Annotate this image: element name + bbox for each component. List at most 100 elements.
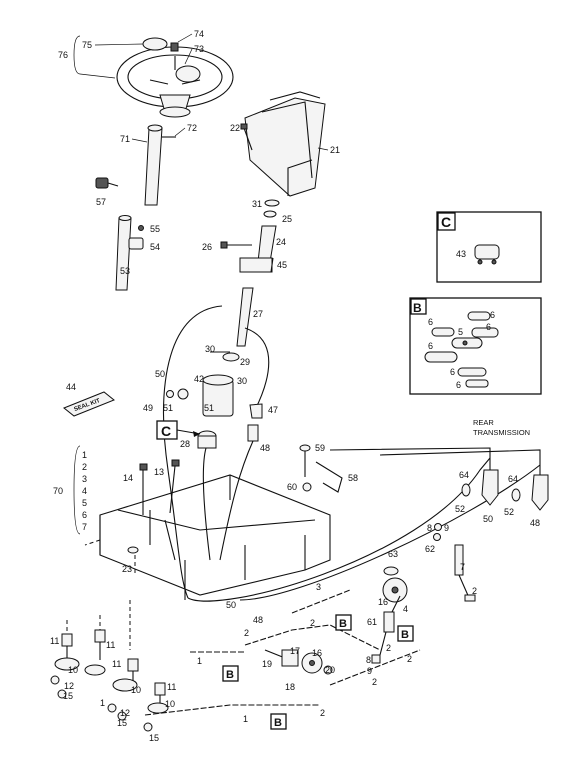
callout-17: 17 [290,646,300,656]
callout-54: 54 [150,242,160,252]
callout-52-left: 52 [455,504,465,514]
callout-2-left: 2 [244,628,249,638]
ref-c-letter: C [161,423,171,439]
list-70-label: 70 [53,486,63,496]
callout-10-b: 10 [131,685,141,695]
callout-9-top: 9 [444,523,449,533]
callout-11-a: 11 [50,636,59,646]
ref-b-box-3: B [222,665,239,682]
callout-24: 24 [276,237,286,247]
callout-18: 18 [285,682,295,692]
ref-b-box-4: B [270,713,287,730]
callout-16-top: 16 [378,597,388,607]
callout-3: 3 [316,582,321,592]
knob-57 [95,177,119,189]
steering-wheel [116,37,234,118]
callout-50-bottom: 50 [226,600,236,610]
callout-75: 75 [82,40,92,50]
callout-31: 31 [252,199,262,209]
rear-hoses [187,447,549,602]
callout-2-bottom: 2 [320,708,325,718]
b-callout-6e: 6 [450,367,455,377]
callout-2-b-right: 2 [386,643,391,653]
callout-4: 4 [403,604,408,614]
callout-45: 45 [277,260,287,270]
detail-b-letter: B [413,301,422,315]
callout-47: 47 [268,405,278,415]
b-callout-6f: 6 [456,380,461,390]
callout-63: 63 [388,549,398,559]
callout-29: 29 [240,357,250,367]
callout-21: 21 [330,145,340,155]
callout-48-bottom: 48 [253,615,263,625]
callout-19: 19 [262,659,272,669]
callout-12-a: 12 [64,681,74,691]
b-callout-6b: 6 [490,310,495,320]
shaft-27 [236,287,254,347]
callout-15-b: 15 [117,718,127,728]
callout-8-bottom: 8 [366,655,371,665]
ref-b-letter-1: B [339,618,347,630]
lower-tube-53 [115,215,144,291]
ref-b-letter-4: B [274,717,282,729]
callout-59: 59 [315,443,325,453]
left-spindles [50,600,169,732]
callout-44: 44 [66,382,76,392]
seal-kit: SEAL KIT [63,391,115,417]
callout-61: 61 [367,617,377,627]
callout-72: 72 [187,123,197,133]
callout-30-top: 30 [205,344,215,354]
list-70-item-2: 2 [82,462,87,472]
list-70-item-4: 4 [82,486,87,496]
callout-13: 13 [154,467,164,477]
callout-2-mid: 2 [310,618,315,628]
ref-b-letter-3: B [226,669,234,681]
b-callout-6d: 6 [428,341,433,351]
list-70-item-6: 6 [82,510,87,520]
list-70-item-3: 3 [82,474,87,484]
callout-49: 49 [143,403,153,413]
callout-51-right: 51 [204,403,214,413]
rear-transmission-label-1: REAR [473,418,494,427]
callout-71: 71 [120,134,130,144]
callout-28: 28 [180,439,190,449]
list-70-item-1: 1 [82,450,87,460]
callout-15-c: 15 [149,733,159,743]
tie-rod-7 [433,523,476,602]
callout-55: 55 [150,224,160,234]
callout-57: 57 [96,197,106,207]
callout-1-far-left: 1 [100,698,105,708]
callout-11-d: 11 [167,682,176,692]
ref-c-box: C [156,420,201,440]
callout-9-bottom: 9 [367,666,372,676]
callout-1-left: 1 [197,656,202,666]
callout-62: 62 [425,544,435,554]
ref-b-letter-2: B [401,629,409,641]
callout-58: 58 [348,473,358,483]
callout-51-left: 51 [163,403,173,413]
b-callout-6c: 6 [486,322,491,332]
callout-20: 20 [325,665,335,675]
parts-list-70: 70 1 2 3 4 5 6 7 [53,445,87,535]
ref-b-box-1: B [335,614,352,631]
callout-22: 22 [230,123,240,133]
callout-11-c: 11 [112,659,121,669]
callout-15-a: 15 [63,691,73,701]
b-callout-6a: 6 [428,317,433,327]
b-callout-5: 5 [458,327,463,337]
callout-74: 74 [194,29,204,39]
callout-43: 43 [456,249,466,259]
pivot-assembly [264,649,333,675]
callout-16-bottom: 16 [312,648,322,658]
ref-b-box-2: B [397,625,414,642]
callout-8-top: 8 [427,523,432,533]
callout-50-right: 50 [483,514,493,524]
tractor-frame [99,459,331,600]
callout-2-far-right: 2 [407,654,412,664]
callout-2-lower: 2 [372,677,377,687]
callout-73: 73 [194,44,204,54]
list-70-item-5: 5 [82,498,87,508]
callout-12-b: 12 [120,708,130,718]
callout-53: 53 [120,266,130,276]
